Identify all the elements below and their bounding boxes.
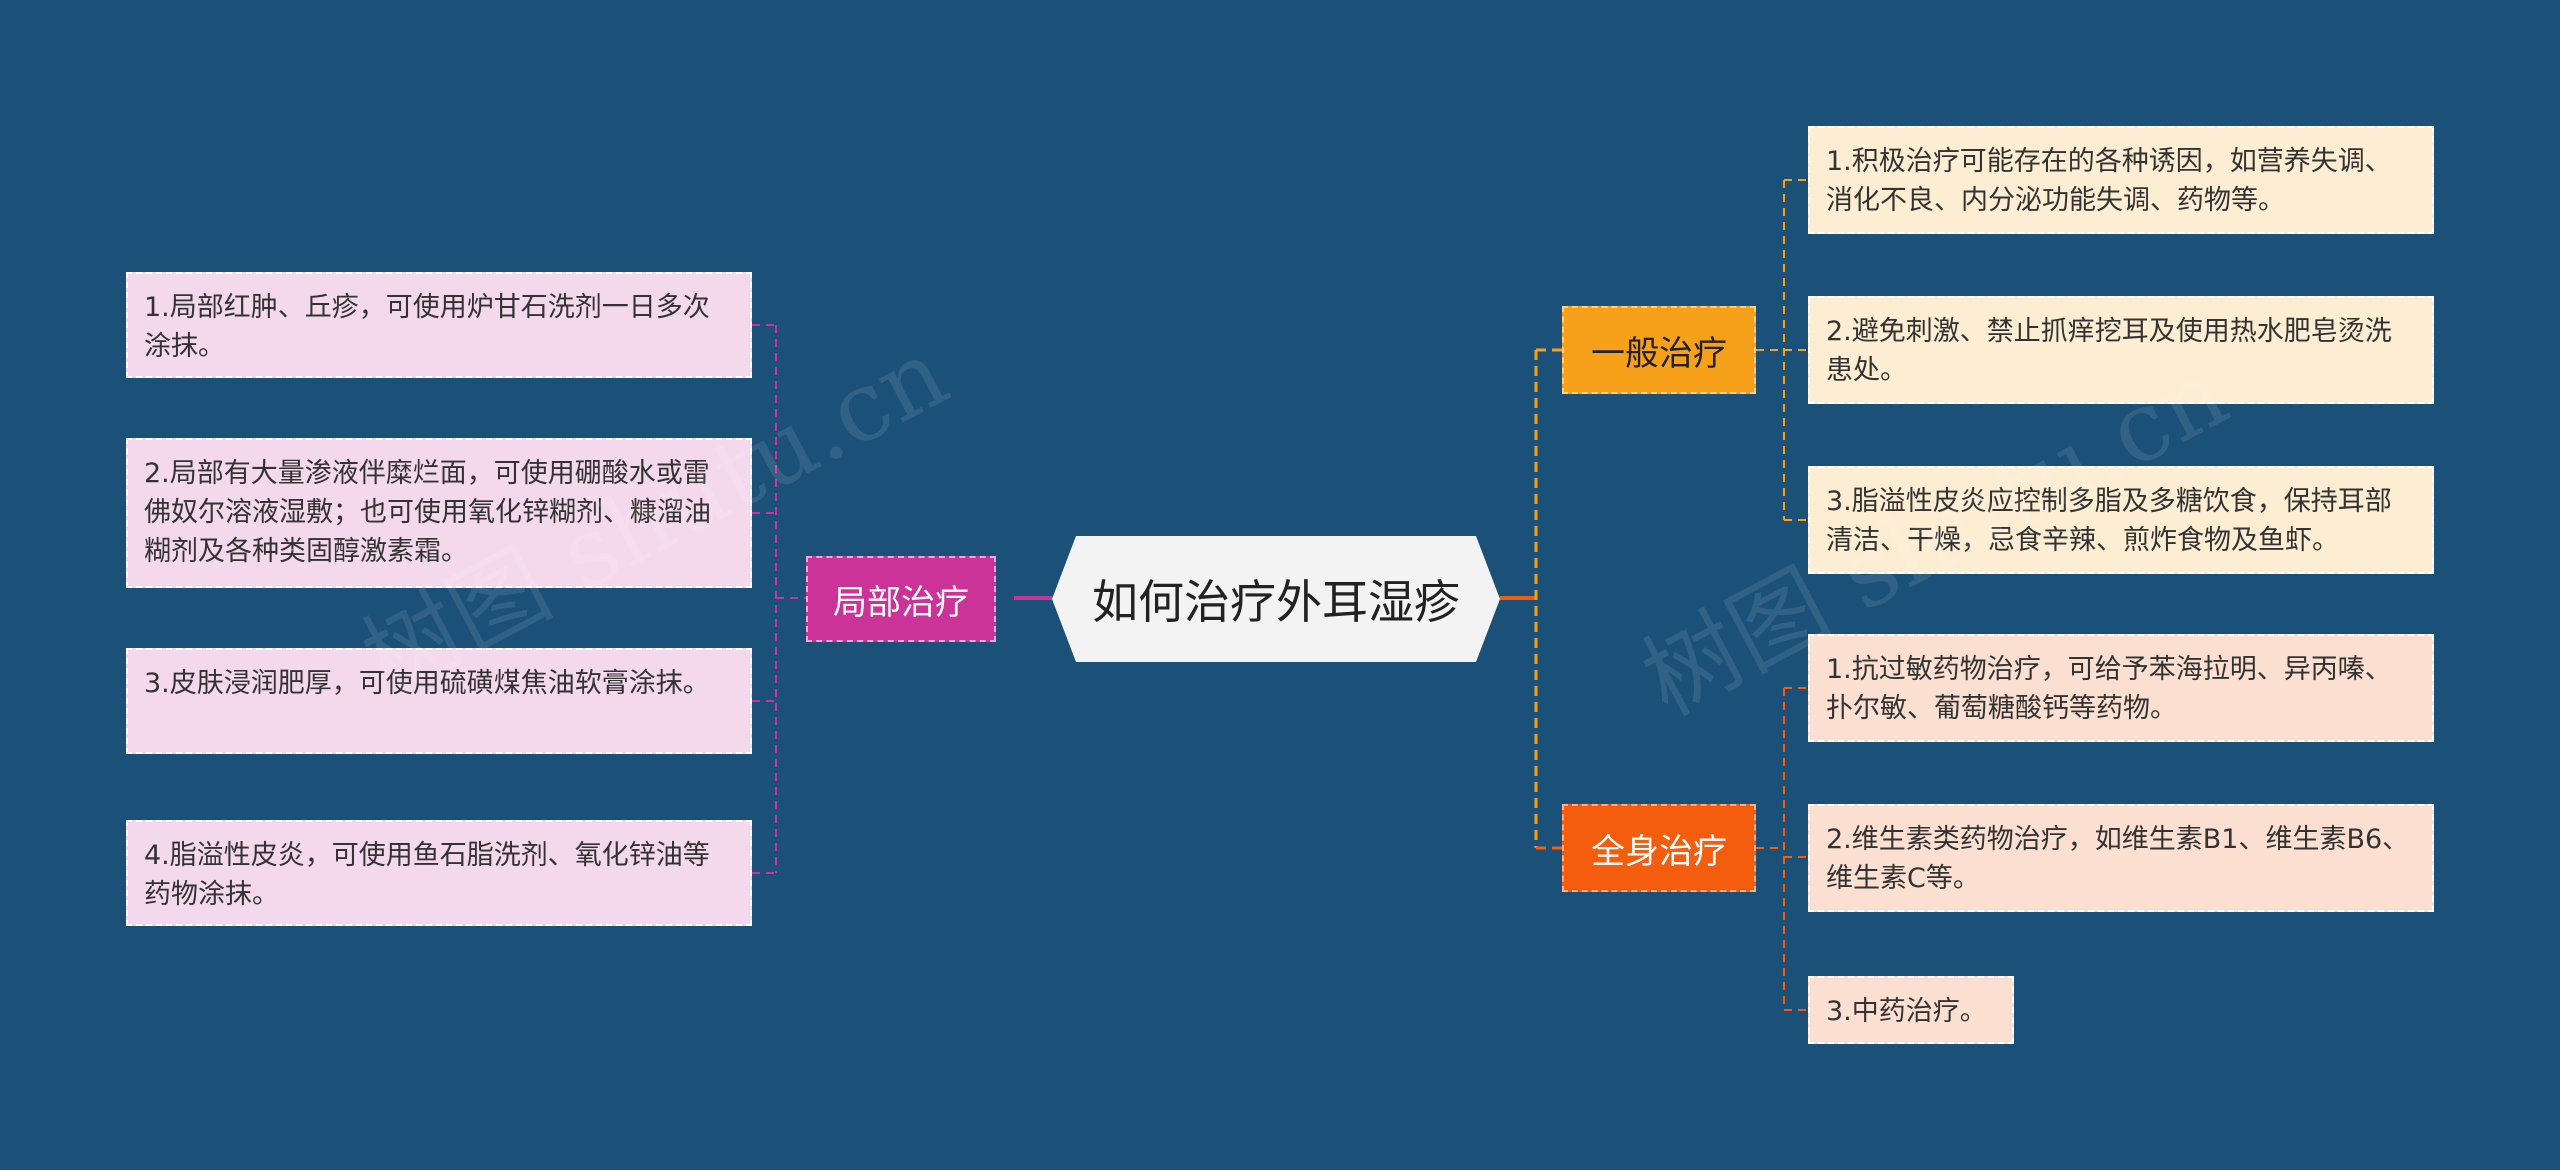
leaf-systemic-2[interactable]: 2.维生素类药物治疗，如维生素B1、维生素B6、维生素C等。: [1808, 804, 2434, 912]
leaf-local-2-text: 2.局部有大量渗液伴糜烂面，可使用硼酸水或雷佛奴尔溶液湿敷；也可使用氧化锌糊剂、…: [144, 458, 711, 567]
leaf-local-4-text: 4.脂溢性皮炎，可使用鱼石脂洗剂、氧化锌油等药物涂抹。: [144, 840, 710, 910]
leaf-systemic-1-text: 1.抗过敏药物治疗，可给予苯海拉明、异丙嗪、扑尔敏、葡萄糖酸钙等药物。: [1826, 654, 2392, 724]
leaf-general-2-text: 2.避免刺激、禁止抓痒挖耳及使用热水肥皂烫洗患处。: [1826, 316, 2392, 386]
leaf-systemic-2-text: 2.维生素类药物治疗，如维生素B1、维生素B6、维生素C等。: [1826, 824, 2410, 894]
leaf-general-1[interactable]: 1.积极治疗可能存在的各种诱因，如营养失调、消化不良、内分泌功能失调、药物等。: [1808, 126, 2434, 234]
branch-general-label: 一般治疗: [1591, 333, 1727, 374]
leaf-general-1-text: 1.积极治疗可能存在的各种诱因，如营养失调、消化不良、内分泌功能失调、药物等。: [1826, 146, 2392, 216]
leaf-systemic-3-text: 3.中药治疗。: [1826, 996, 1987, 1027]
leaf-local-4[interactable]: 4.脂溢性皮炎，可使用鱼石脂洗剂、氧化锌油等药物涂抹。: [126, 820, 752, 926]
leaf-local-2[interactable]: 2.局部有大量渗液伴糜烂面，可使用硼酸水或雷佛奴尔溶液湿敷；也可使用氧化锌糊剂、…: [126, 438, 752, 588]
branch-systemic-treatment[interactable]: 全身治疗: [1562, 804, 1756, 892]
branch-systemic-label: 全身治疗: [1591, 831, 1727, 872]
leaf-local-3-text: 3.皮肤浸润肥厚，可使用硫磺煤焦油软膏涂抹。: [144, 668, 710, 699]
leaf-general-3-text: 3.脂溢性皮炎应控制多脂及多糖饮食，保持耳部清洁、干燥，忌食辛辣、煎炸食物及鱼虾…: [1826, 486, 2392, 556]
leaf-systemic-1[interactable]: 1.抗过敏药物治疗，可给予苯海拉明、异丙嗪、扑尔敏、葡萄糖酸钙等药物。: [1808, 634, 2434, 742]
leaf-general-2[interactable]: 2.避免刺激、禁止抓痒挖耳及使用热水肥皂烫洗患处。: [1808, 296, 2434, 404]
leaf-local-3[interactable]: 3.皮肤浸润肥厚，可使用硫磺煤焦油软膏涂抹。: [126, 648, 752, 754]
branch-general-treatment[interactable]: 一般治疗: [1562, 306, 1756, 394]
leaf-general-3[interactable]: 3.脂溢性皮炎应控制多脂及多糖饮食，保持耳部清洁、干燥，忌食辛辣、煎炸食物及鱼虾…: [1808, 466, 2434, 574]
branch-local-label: 局部治疗: [833, 582, 969, 623]
leaf-local-1[interactable]: 1.局部红肿、丘疹，可使用炉甘石洗剂一日多次涂抹。: [126, 272, 752, 378]
central-topic-label: 如何治疗外耳湿疹: [1092, 575, 1460, 629]
branch-local-treatment[interactable]: 局部治疗: [806, 556, 996, 642]
leaf-local-1-text: 1.局部红肿、丘疹，可使用炉甘石洗剂一日多次涂抹。: [144, 292, 710, 362]
leaf-systemic-3[interactable]: 3.中药治疗。: [1808, 976, 2014, 1044]
central-topic[interactable]: 如何治疗外耳湿疹: [1052, 536, 1500, 662]
